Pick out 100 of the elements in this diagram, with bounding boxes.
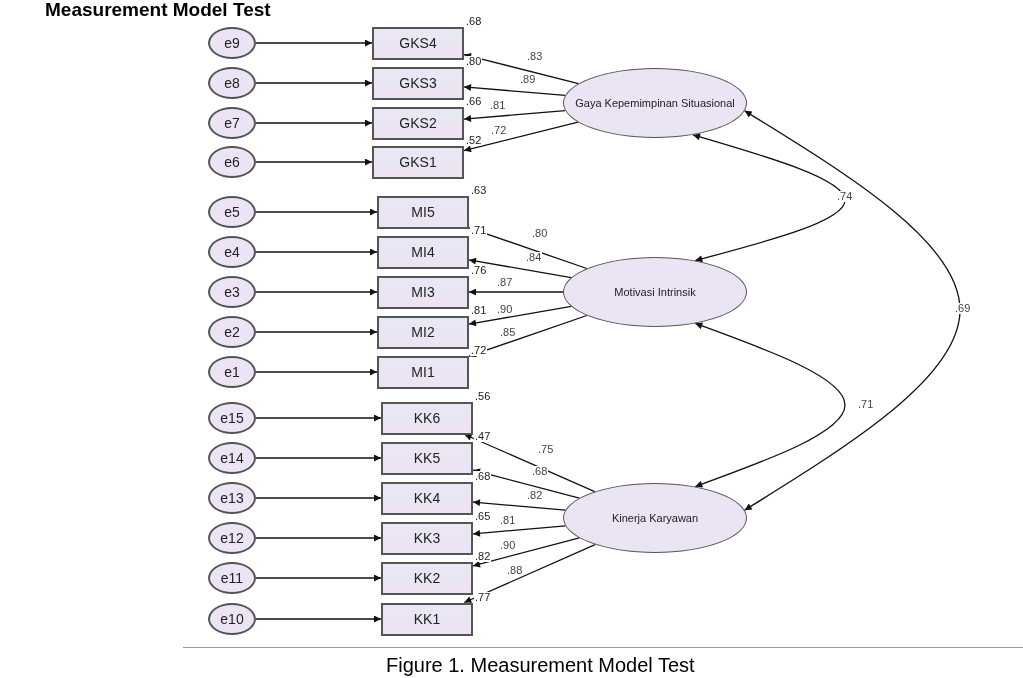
edge-label: .71: [857, 399, 875, 410]
edge-label: .83: [526, 51, 544, 62]
arrow: [472, 468, 580, 499]
edge-label: .68: [531, 466, 549, 477]
arrow: [255, 414, 382, 422]
r-squared-value: .81: [470, 304, 488, 316]
observed-variable-box: KK2: [381, 561, 473, 595]
arrow: [468, 288, 564, 296]
observed-variable-box: KK5: [381, 441, 473, 475]
arrow: [255, 494, 382, 502]
observed-variable-box: GKS2: [372, 106, 464, 140]
arrow: [463, 543, 596, 604]
observed-variable-box: KK3: [381, 521, 473, 555]
error-term-circle: e1: [208, 356, 256, 388]
observed-variable-box: GKS1: [372, 145, 464, 179]
arrow: [472, 525, 566, 537]
error-term-circle: e11: [208, 562, 256, 594]
observed-variable-box: MI5: [377, 195, 469, 229]
arrow: [255, 534, 382, 542]
edge-label: .80: [531, 228, 549, 239]
r-squared-value: .82: [474, 550, 492, 562]
edge-label: .90: [496, 304, 514, 315]
latent-variable-ellipse: Kinerja Karyawan: [563, 483, 747, 553]
edge-label: .72: [490, 125, 508, 136]
arrow: [255, 288, 378, 296]
edge-label: .75: [537, 444, 555, 455]
r-squared-value: .47: [474, 430, 492, 442]
error-term-circle: e7: [208, 107, 256, 139]
r-squared-value: .56: [474, 390, 492, 402]
observed-variable-box: MI2: [377, 315, 469, 349]
r-squared-value: .76: [470, 264, 488, 276]
arrow: [255, 158, 373, 166]
observed-variable-box: GKS3: [372, 66, 464, 100]
covariance-arrow: [694, 322, 846, 488]
edge-label: .85: [499, 327, 517, 338]
r-squared-value: .68: [474, 470, 492, 482]
error-term-circle: e6: [208, 146, 256, 178]
title: Measurement Model Test: [45, 0, 271, 19]
arrow: [463, 433, 596, 493]
figure-caption: Figure 1. Measurement Model Test: [386, 655, 695, 675]
arrow: [255, 368, 378, 376]
edge-label: .90: [499, 540, 517, 551]
arrow: [255, 208, 378, 216]
arrow: [468, 314, 588, 358]
observed-variable-box: MI4: [377, 235, 469, 269]
r-squared-value: .68: [465, 15, 483, 27]
error-term-circle: e9: [208, 27, 256, 59]
edge-label: .87: [496, 277, 514, 288]
arrow: [463, 84, 566, 97]
observed-variable-box: MI1: [377, 355, 469, 389]
observed-variable-box: GKS4: [372, 26, 464, 60]
r-squared-value: .52: [465, 134, 483, 146]
observed-variable-box: KK4: [381, 481, 473, 515]
error-term-circle: e14: [208, 442, 256, 474]
arrow: [255, 454, 382, 462]
arrow: [255, 79, 373, 87]
error-term-circle: e8: [208, 67, 256, 99]
arrow: [255, 39, 373, 47]
latent-variable-ellipse: Gaya Kepemimpinan Situasional: [563, 68, 747, 138]
covariance-arrow: [744, 110, 961, 511]
edge-label: .82: [526, 490, 544, 501]
arrow: [463, 109, 566, 122]
error-term-circle: e5: [208, 196, 256, 228]
latent-variable-ellipse: Motivasi Intrinsik: [563, 257, 747, 327]
observed-variable-box: KK6: [381, 401, 473, 435]
error-term-circle: e10: [208, 603, 256, 635]
r-squared-value: .65: [474, 510, 492, 522]
arrow: [463, 121, 579, 153]
edge-label: .74: [836, 191, 854, 202]
arrow: [472, 499, 566, 511]
r-squared-value: .80: [465, 55, 483, 67]
edge-label: .88: [506, 565, 524, 576]
arrow: [463, 52, 580, 85]
error-term-circle: e15: [208, 402, 256, 434]
r-squared-value: .63: [470, 184, 488, 196]
r-squared-value: .71: [470, 224, 488, 236]
arrow: [468, 226, 588, 270]
edge-label: .84: [525, 252, 543, 263]
edge-label: .69: [954, 303, 972, 314]
edge-label: .81: [489, 100, 507, 111]
r-squared-value: .77: [474, 591, 492, 603]
error-term-circle: e13: [208, 482, 256, 514]
edge-label: .89: [519, 74, 537, 85]
error-term-circle: e4: [208, 236, 256, 268]
arrow: [255, 119, 373, 127]
covariance-arrow: [692, 133, 846, 263]
arrow: [255, 248, 378, 256]
error-term-circle: e3: [208, 276, 256, 308]
edge-label: .81: [499, 515, 517, 526]
arrow: [255, 328, 378, 336]
observed-variable-box: MI3: [377, 275, 469, 309]
arrow: [255, 574, 382, 582]
error-term-circle: e2: [208, 316, 256, 348]
arrow: [255, 615, 382, 623]
arrow: [468, 305, 572, 327]
arrow: [468, 257, 572, 279]
r-squared-value: .66: [465, 95, 483, 107]
error-term-circle: e12: [208, 522, 256, 554]
arrow: [472, 537, 580, 568]
r-squared-value: .72: [470, 344, 488, 356]
